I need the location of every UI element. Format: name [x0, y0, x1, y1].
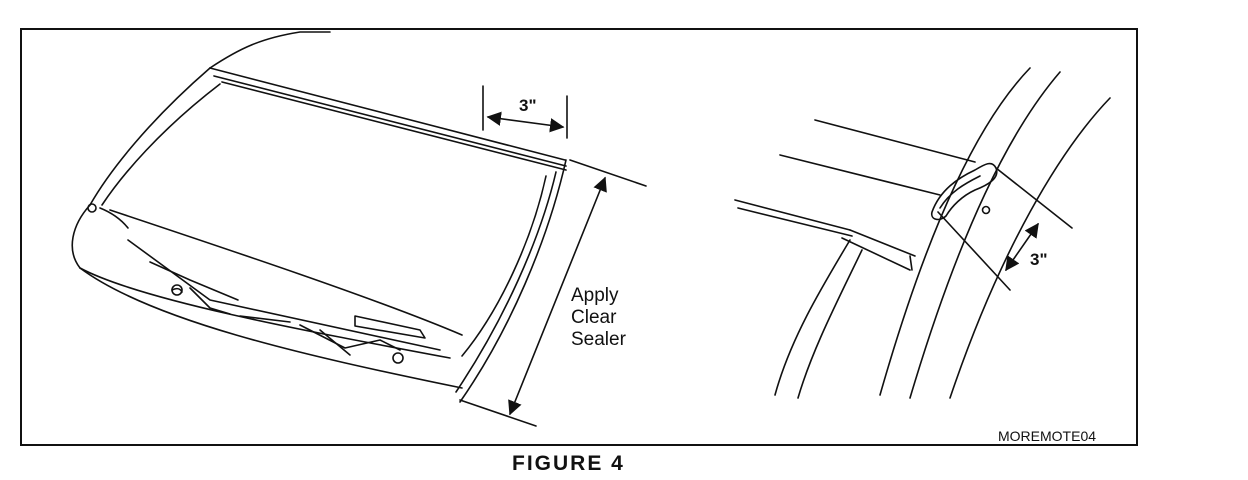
apply-label-line-3: Sealer — [571, 329, 626, 350]
figure-caption: FIGURE 4 — [512, 452, 625, 475]
dimension-label-right: 3" — [1030, 250, 1048, 269]
figure-frame — [20, 28, 1138, 446]
apply-sealer-label: Apply Clear Sealer — [571, 285, 626, 351]
dimension-label-top: 3" — [519, 96, 537, 115]
pillar-detail-view — [734, 67, 1111, 399]
figure-code: MOREMOTE04 — [998, 428, 1097, 444]
apply-label-line-1: Apply — [571, 285, 619, 306]
windshield-view — [71, 31, 647, 427]
apply-label-line-2: Clear — [571, 307, 617, 328]
